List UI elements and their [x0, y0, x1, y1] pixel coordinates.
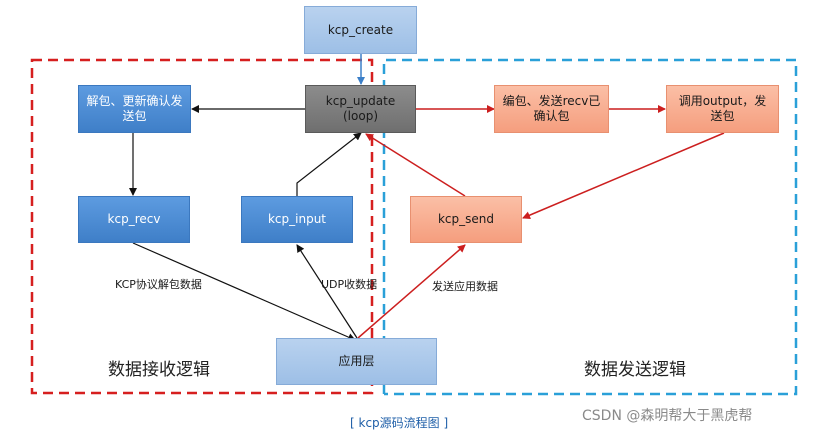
arrow-app-to-input — [296, 244, 358, 339]
arrow-send-to-update — [365, 133, 466, 197]
send-region-border — [382, 58, 798, 396]
csdn-watermark: CSDN @森明帮大于黑虎帮 — [582, 408, 753, 424]
node-kcp-update-sublabel: (loop) — [343, 109, 378, 123]
node-kcp-input: kcp_input — [241, 196, 353, 243]
node-kcp-recv: kcp_recv — [78, 196, 190, 243]
edge-label-udp-recv: UDP收数据 — [321, 278, 378, 291]
node-app-layer: 应用层 — [276, 338, 437, 385]
node-kcp-create: kcp_create — [304, 6, 417, 54]
node-kcp-update: kcp_update (loop) — [305, 85, 416, 133]
node-app-layer-label: 应用层 — [338, 354, 375, 368]
node-unpack-label: 解包、更新确认发送包 — [86, 94, 183, 123]
node-kcp-recv-label: kcp_recv — [107, 212, 161, 226]
region-label-receive: 数据接收逻辑 — [108, 360, 210, 380]
node-call-output: 调用output，发送包 — [666, 85, 779, 133]
node-kcp-create-label: kcp_create — [327, 22, 394, 37]
edge-label-send-app: 发送应用数据 — [432, 280, 498, 293]
edge-label-kcp-decode: KCP协议解包数据 — [115, 278, 202, 291]
node-encode-label: 编包、发送recv已确认包 — [502, 94, 601, 123]
arrow-app-to-send — [357, 244, 466, 339]
node-kcp-input-label: kcp_input — [267, 212, 327, 226]
region-label-send: 数据发送逻辑 — [584, 360, 686, 380]
node-kcp-send-label: kcp_send — [437, 212, 495, 226]
arrow-input-to-update — [296, 132, 362, 196]
receive-region-border — [30, 58, 374, 395]
node-kcp-send: kcp_send — [410, 196, 522, 243]
node-unpack-update-ack: 解包、更新确认发送包 — [78, 85, 191, 133]
node-kcp-update-label: kcp_update — [325, 94, 396, 108]
node-output-label: 调用output，发送包 — [678, 94, 767, 123]
node-encode-send-ack: 编包、发送recv已确认包 — [494, 85, 609, 133]
arrow-output-to-send — [522, 132, 725, 219]
arrow-recv-to-app — [132, 242, 356, 341]
diagram-caption: [ kcp源码流程图 ] — [350, 416, 449, 430]
